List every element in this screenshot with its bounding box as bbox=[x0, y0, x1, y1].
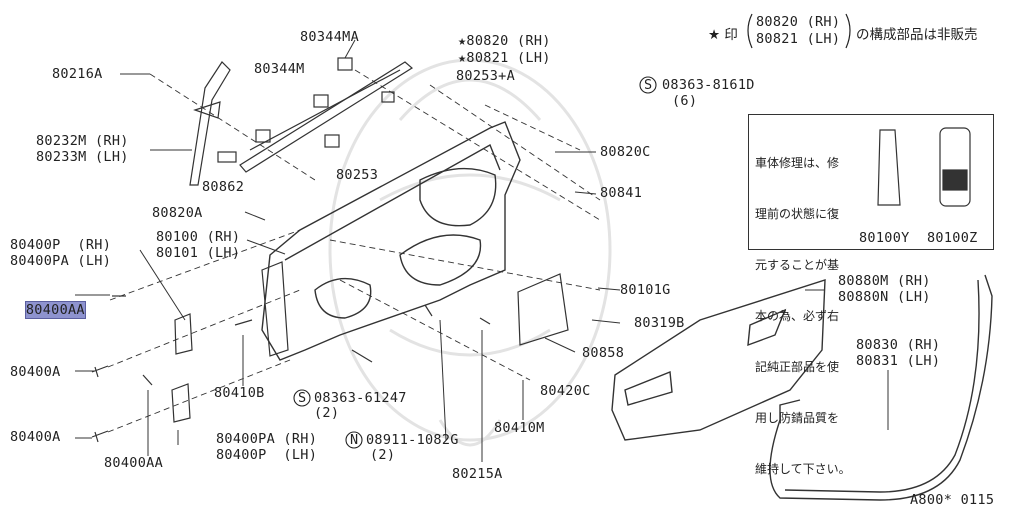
note-line: 元することが基 bbox=[755, 258, 840, 272]
watermark-logo bbox=[328, 58, 612, 447]
symbol-n: N bbox=[350, 432, 359, 448]
header-star-prefix: ★ 印 bbox=[708, 27, 738, 43]
leader-lines bbox=[75, 39, 889, 462]
part-label-08363-61247: 08363-61247 bbox=[314, 390, 407, 406]
symbol-s-1: S bbox=[644, 77, 653, 93]
clips bbox=[217, 57, 395, 163]
figure-code: A800* 0115 bbox=[910, 492, 995, 508]
part-label-80232m: 80232M (RH) bbox=[36, 133, 129, 149]
part-label-08363-8161d: 08363-8161D bbox=[662, 77, 755, 93]
part-label-80253: 80253 bbox=[336, 167, 379, 183]
part-label-80344ma: 80344MA bbox=[300, 29, 359, 45]
part-label-80400a-bottom: 80400A bbox=[10, 429, 61, 445]
part-label-80410m: 80410M bbox=[494, 420, 545, 436]
part-label-80216a: 80216A bbox=[52, 66, 103, 82]
door-trim bbox=[611, 279, 826, 441]
window-frame bbox=[189, 61, 231, 186]
highlight-mark: 80400AA bbox=[24, 301, 86, 319]
door-glass bbox=[517, 273, 569, 346]
bolts bbox=[91, 295, 491, 443]
header-rh: 80820 (RH) bbox=[756, 14, 841, 30]
part-label-80858: 80858 bbox=[582, 345, 625, 361]
note-line: 理前の状態に復 bbox=[755, 207, 840, 221]
hinge-area bbox=[171, 261, 289, 423]
anticorrosion-products bbox=[877, 127, 971, 207]
part-label-80400a-mid: 80400A bbox=[10, 364, 61, 380]
part-label-80253a: 80253+A bbox=[456, 68, 515, 84]
part-label-80400p-lh: 80400P (LH) bbox=[216, 447, 318, 463]
dashed-guides bbox=[107, 69, 601, 433]
repair-note-box: 車体修理は、修 理前の状態に復 元することが基 本の為、必ず右 記純正部品を使 … bbox=[748, 114, 994, 476]
part-label-08911-1082g: 08911-1082G bbox=[366, 432, 459, 448]
part-label-80400pa-rh: 80400PA (RH) bbox=[216, 431, 318, 447]
part-label-80400aa-highlighted[interactable]: 80400AA bbox=[9, 288, 86, 319]
part-label-80400aa-bottom: 80400AA bbox=[104, 455, 163, 471]
repair-note-text: 車体修理は、修 理前の状態に復 元することが基 本の為、必ず右 記純正部品を使 … bbox=[755, 121, 851, 512]
part-label-80400pa-lh: 80400PA (LH) bbox=[10, 253, 112, 269]
part-label-80233m: 80233M (LH) bbox=[36, 149, 129, 165]
symbol-s-2: S bbox=[298, 390, 307, 406]
part-label-80215a: 80215A bbox=[452, 466, 503, 482]
part-label-80100y: 80100Y bbox=[859, 230, 910, 246]
part-label-80100z: 80100Z bbox=[927, 230, 978, 246]
door-seal bbox=[769, 274, 993, 501]
part-label-80880n: 80880N (LH) bbox=[838, 289, 931, 305]
part-label-80344m: 80344M bbox=[254, 61, 305, 77]
qty-2-b: (2) bbox=[370, 447, 396, 463]
note-line: 本の為、必ず右 bbox=[755, 309, 840, 323]
note-line: 記純正部品を使 bbox=[755, 360, 840, 374]
part-label-80319b: 80319B bbox=[634, 315, 685, 331]
part-label-80821-lh: ★80821 (LH) bbox=[458, 50, 551, 66]
upper-weatherstrip bbox=[239, 61, 414, 173]
note-line: 車体修理は、修 bbox=[755, 156, 840, 170]
part-label-80830: 80830 (RH) bbox=[856, 337, 941, 353]
part-label-80820-rh: ★80820 (RH) bbox=[458, 33, 551, 49]
part-label-80420c: 80420C bbox=[540, 383, 591, 399]
part-label-80820a: 80820A bbox=[152, 205, 203, 221]
part-label-80400p-rh: 80400P (RH) bbox=[10, 237, 112, 253]
part-label-80880m: 80880M (RH) bbox=[838, 273, 931, 289]
part-label-80831: 80831 (LH) bbox=[856, 353, 941, 369]
note-line: 用し防錆品質を bbox=[755, 411, 840, 425]
part-label-80862: 80862 bbox=[202, 179, 245, 195]
part-label-80841: 80841 bbox=[600, 185, 643, 201]
part-label-80410b: 80410B bbox=[214, 385, 265, 401]
note-line: 維持して下さい。 bbox=[755, 462, 851, 476]
qty-2-a: (2) bbox=[314, 405, 340, 421]
part-label-80101g: 80101G bbox=[620, 282, 671, 298]
part-label-80100: 80100 (RH) bbox=[156, 229, 241, 245]
part-label-80101: 80101 (LH) bbox=[156, 245, 241, 261]
qty-6: (6) bbox=[672, 93, 698, 109]
header-suffix: の構成部品は非販売 bbox=[856, 27, 978, 43]
door-shell bbox=[261, 121, 521, 361]
part-label-80820c: 80820C bbox=[600, 144, 651, 160]
header-lh: 80821 (LH) bbox=[756, 31, 841, 47]
